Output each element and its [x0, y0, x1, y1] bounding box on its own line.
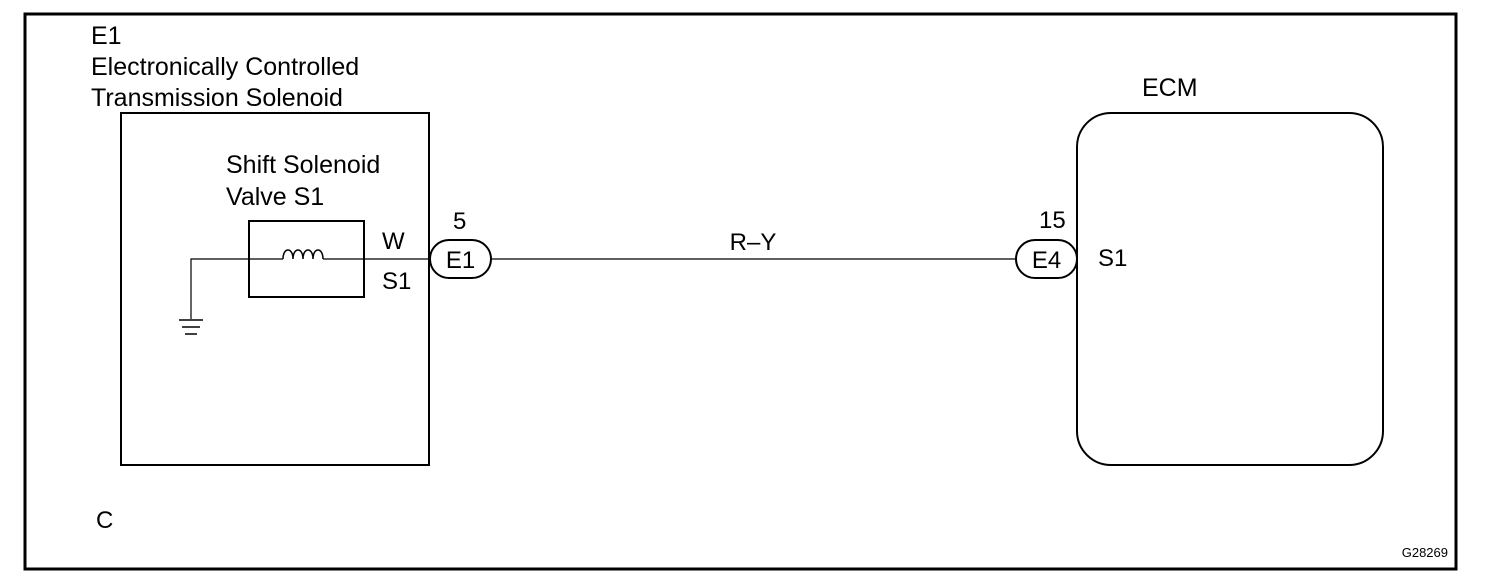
ground-wire [190, 258, 283, 319]
connector-left-code: E1 [446, 247, 475, 274]
coil-icon [282, 249, 324, 260]
diagram-frame [23, 12, 1458, 571]
ecm-title: ECM [1142, 74, 1198, 102]
solenoid-terminal: S1 [382, 268, 411, 295]
connector-right-code: E4 [1032, 247, 1061, 274]
component-id: E1 [91, 22, 122, 50]
solenoid-label-line2: Valve S1 [226, 183, 324, 211]
connector-left-pin: 5 [453, 208, 466, 235]
figure-code: G28269 [1402, 545, 1448, 560]
solenoid-wire-color: W [382, 228, 405, 255]
corner-letter: C [96, 507, 113, 534]
solenoid-component-box [120, 112, 430, 466]
component-name-line1: Electronically Controlled [91, 53, 359, 81]
ecm-terminal: S1 [1098, 245, 1127, 272]
wire-color-code: R–Y [730, 229, 777, 256]
solenoid-label-line1: Shift Solenoid [226, 151, 380, 179]
connector-right-pin: 15 [1039, 207, 1066, 234]
ecm-box [1076, 112, 1384, 466]
ground-icon [179, 319, 203, 335]
component-name-line2: Transmission Solenoid [91, 84, 343, 112]
